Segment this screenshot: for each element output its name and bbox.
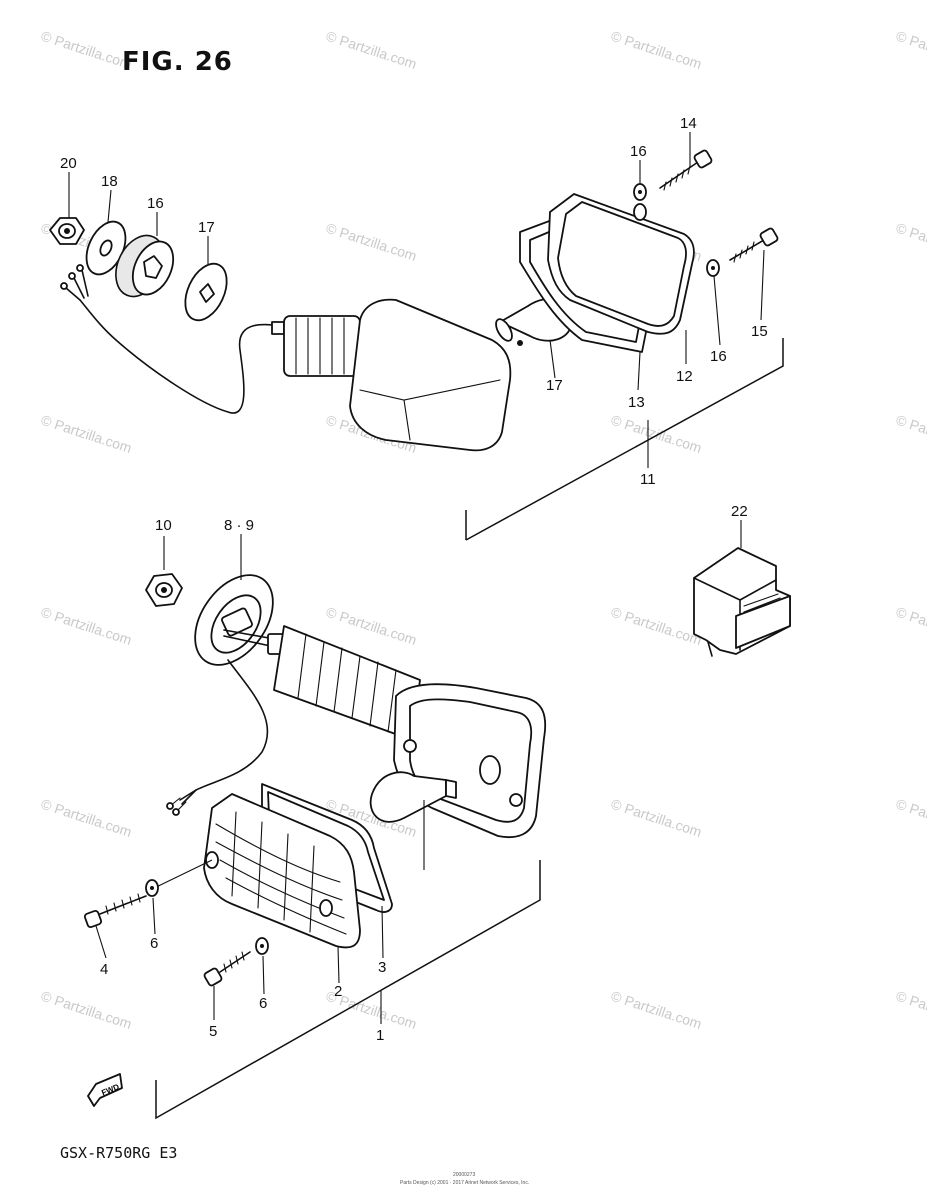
fwd-arrow-icon: FWD bbox=[87, 1073, 123, 1107]
part-14-screw[interactable] bbox=[659, 149, 713, 191]
upper-lamp-housing[interactable] bbox=[349, 298, 512, 452]
part-15-screw[interactable] bbox=[729, 227, 779, 263]
part-6-washer-a[interactable] bbox=[145, 879, 159, 935]
callout-6a: 6 bbox=[150, 935, 158, 952]
part-18-grommet[interactable] bbox=[107, 228, 182, 305]
part-6-washer-b[interactable] bbox=[255, 937, 269, 995]
callout-labels: 20 18 16 17 14 16 15 16 12 13 17 11 22 1… bbox=[60, 115, 768, 1044]
part-2-lens[interactable] bbox=[203, 793, 361, 984]
callout-18: 16 bbox=[147, 195, 164, 212]
part-16-washer-a[interactable] bbox=[633, 183, 647, 201]
callout-4: 4 bbox=[100, 961, 108, 978]
part-21-nut[interactable] bbox=[49, 217, 85, 245]
callout-22: 22 bbox=[731, 503, 748, 520]
upper-stem-boot bbox=[271, 315, 361, 377]
watermark-text: © Partzilla.com bbox=[39, 412, 134, 456]
watermark-text: © Partzilla.com bbox=[609, 28, 704, 72]
callout-3: 3 bbox=[378, 959, 386, 976]
part-5-screw[interactable] bbox=[203, 951, 251, 1020]
bracket-1 bbox=[155, 860, 541, 1120]
callout-2: 2 bbox=[334, 983, 342, 1000]
footer-code: 20000273 bbox=[453, 1172, 475, 1178]
part-10-nut[interactable] bbox=[145, 536, 183, 607]
lower-lamp-housing[interactable] bbox=[393, 683, 547, 838]
callout-13: 13 bbox=[628, 394, 645, 411]
callout-16a: 16 bbox=[630, 143, 647, 160]
callout-5: 5 bbox=[209, 1023, 217, 1040]
watermark-text: © Partzilla.com bbox=[324, 220, 419, 264]
watermark-text: © Partzilla.com bbox=[324, 604, 419, 648]
part-16-washer-b[interactable] bbox=[706, 259, 720, 277]
watermark-text: © Partzilla.com bbox=[39, 28, 134, 72]
callout-17: 17 bbox=[546, 377, 563, 394]
watermark-text: © Partzilla.com bbox=[609, 604, 704, 648]
bracket-11 bbox=[465, 338, 784, 541]
wire-harness-lower bbox=[166, 659, 269, 816]
watermark-text: © Partzilla.com bbox=[609, 988, 704, 1032]
watermark-text: © Partzilla.com bbox=[894, 28, 927, 72]
callout-20: 18 bbox=[101, 173, 118, 190]
part-19-plate[interactable] bbox=[177, 257, 235, 327]
watermark-text: © Partzilla.com bbox=[894, 412, 927, 456]
lower-stem bbox=[223, 629, 285, 655]
watermark-text: © Partzilla.com bbox=[39, 604, 134, 648]
footer-credit: Parts Design (c) 2001 · 2017 Arinet Netw… bbox=[400, 1180, 529, 1186]
part-22-relay[interactable] bbox=[693, 520, 791, 657]
watermark-text: © Partzilla.com bbox=[39, 988, 134, 1032]
callout-15: 15 bbox=[751, 323, 768, 340]
callout-19: 17 bbox=[198, 219, 215, 236]
callout-1: 1 bbox=[376, 1027, 384, 1044]
callout-12: 12 bbox=[676, 368, 693, 385]
watermark-text: © Partzilla.com bbox=[894, 220, 927, 264]
model-label: GSX-R750RG E3 bbox=[60, 1144, 177, 1162]
part-20-washer[interactable] bbox=[79, 215, 133, 280]
figure-title: FIG. 26 bbox=[122, 47, 233, 77]
wire-harness-upper bbox=[60, 264, 301, 414]
callout-6b: 6 bbox=[259, 995, 267, 1012]
callout-10: 10 bbox=[155, 517, 172, 534]
watermark-text: © Partzilla.com bbox=[894, 796, 927, 840]
callout-16b: 16 bbox=[710, 348, 727, 365]
lower-bulb[interactable] bbox=[369, 771, 457, 823]
watermark-text: © Partzilla.com bbox=[609, 412, 704, 456]
part-12-lens[interactable] bbox=[547, 193, 695, 335]
watermark-text: © Partzilla.com bbox=[324, 28, 419, 72]
part-4-screw[interactable] bbox=[83, 859, 213, 959]
callout-8-9: 8 · 9 bbox=[224, 517, 254, 534]
callout-14: 14 bbox=[680, 115, 697, 132]
watermark-text: © Partzilla.com bbox=[39, 796, 134, 840]
leader-lines-upper bbox=[68, 132, 765, 391]
watermark-text: © Partzilla.com bbox=[609, 796, 704, 840]
watermark-text: © Partzilla.com bbox=[894, 988, 927, 1032]
part-8-9-plate[interactable] bbox=[179, 534, 289, 679]
watermark-text: © Partzilla.com bbox=[894, 604, 927, 648]
callout-11: 11 bbox=[640, 471, 656, 488]
callout-21: 20 bbox=[60, 155, 77, 172]
